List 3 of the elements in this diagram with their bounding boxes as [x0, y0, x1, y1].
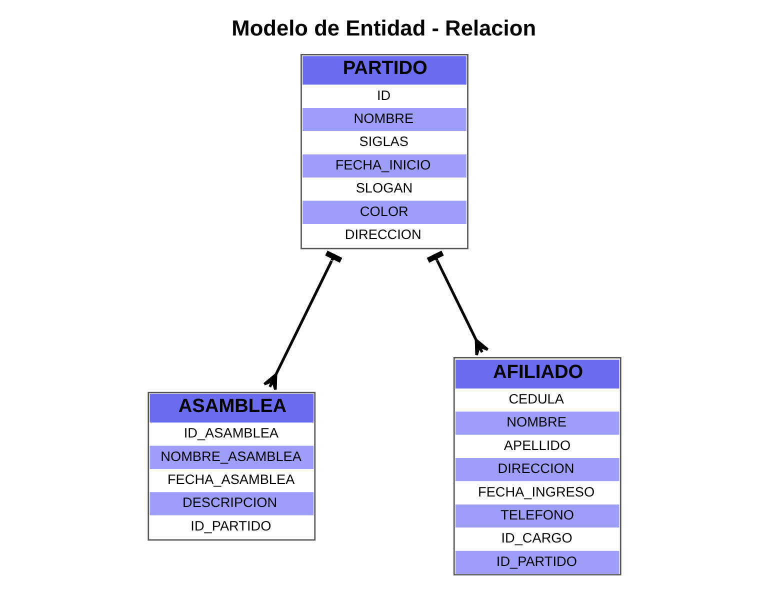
connector [262, 250, 342, 391]
diagram-title: Modelo de Entidad - Relacion [231, 15, 536, 40]
connector [426, 250, 489, 356]
